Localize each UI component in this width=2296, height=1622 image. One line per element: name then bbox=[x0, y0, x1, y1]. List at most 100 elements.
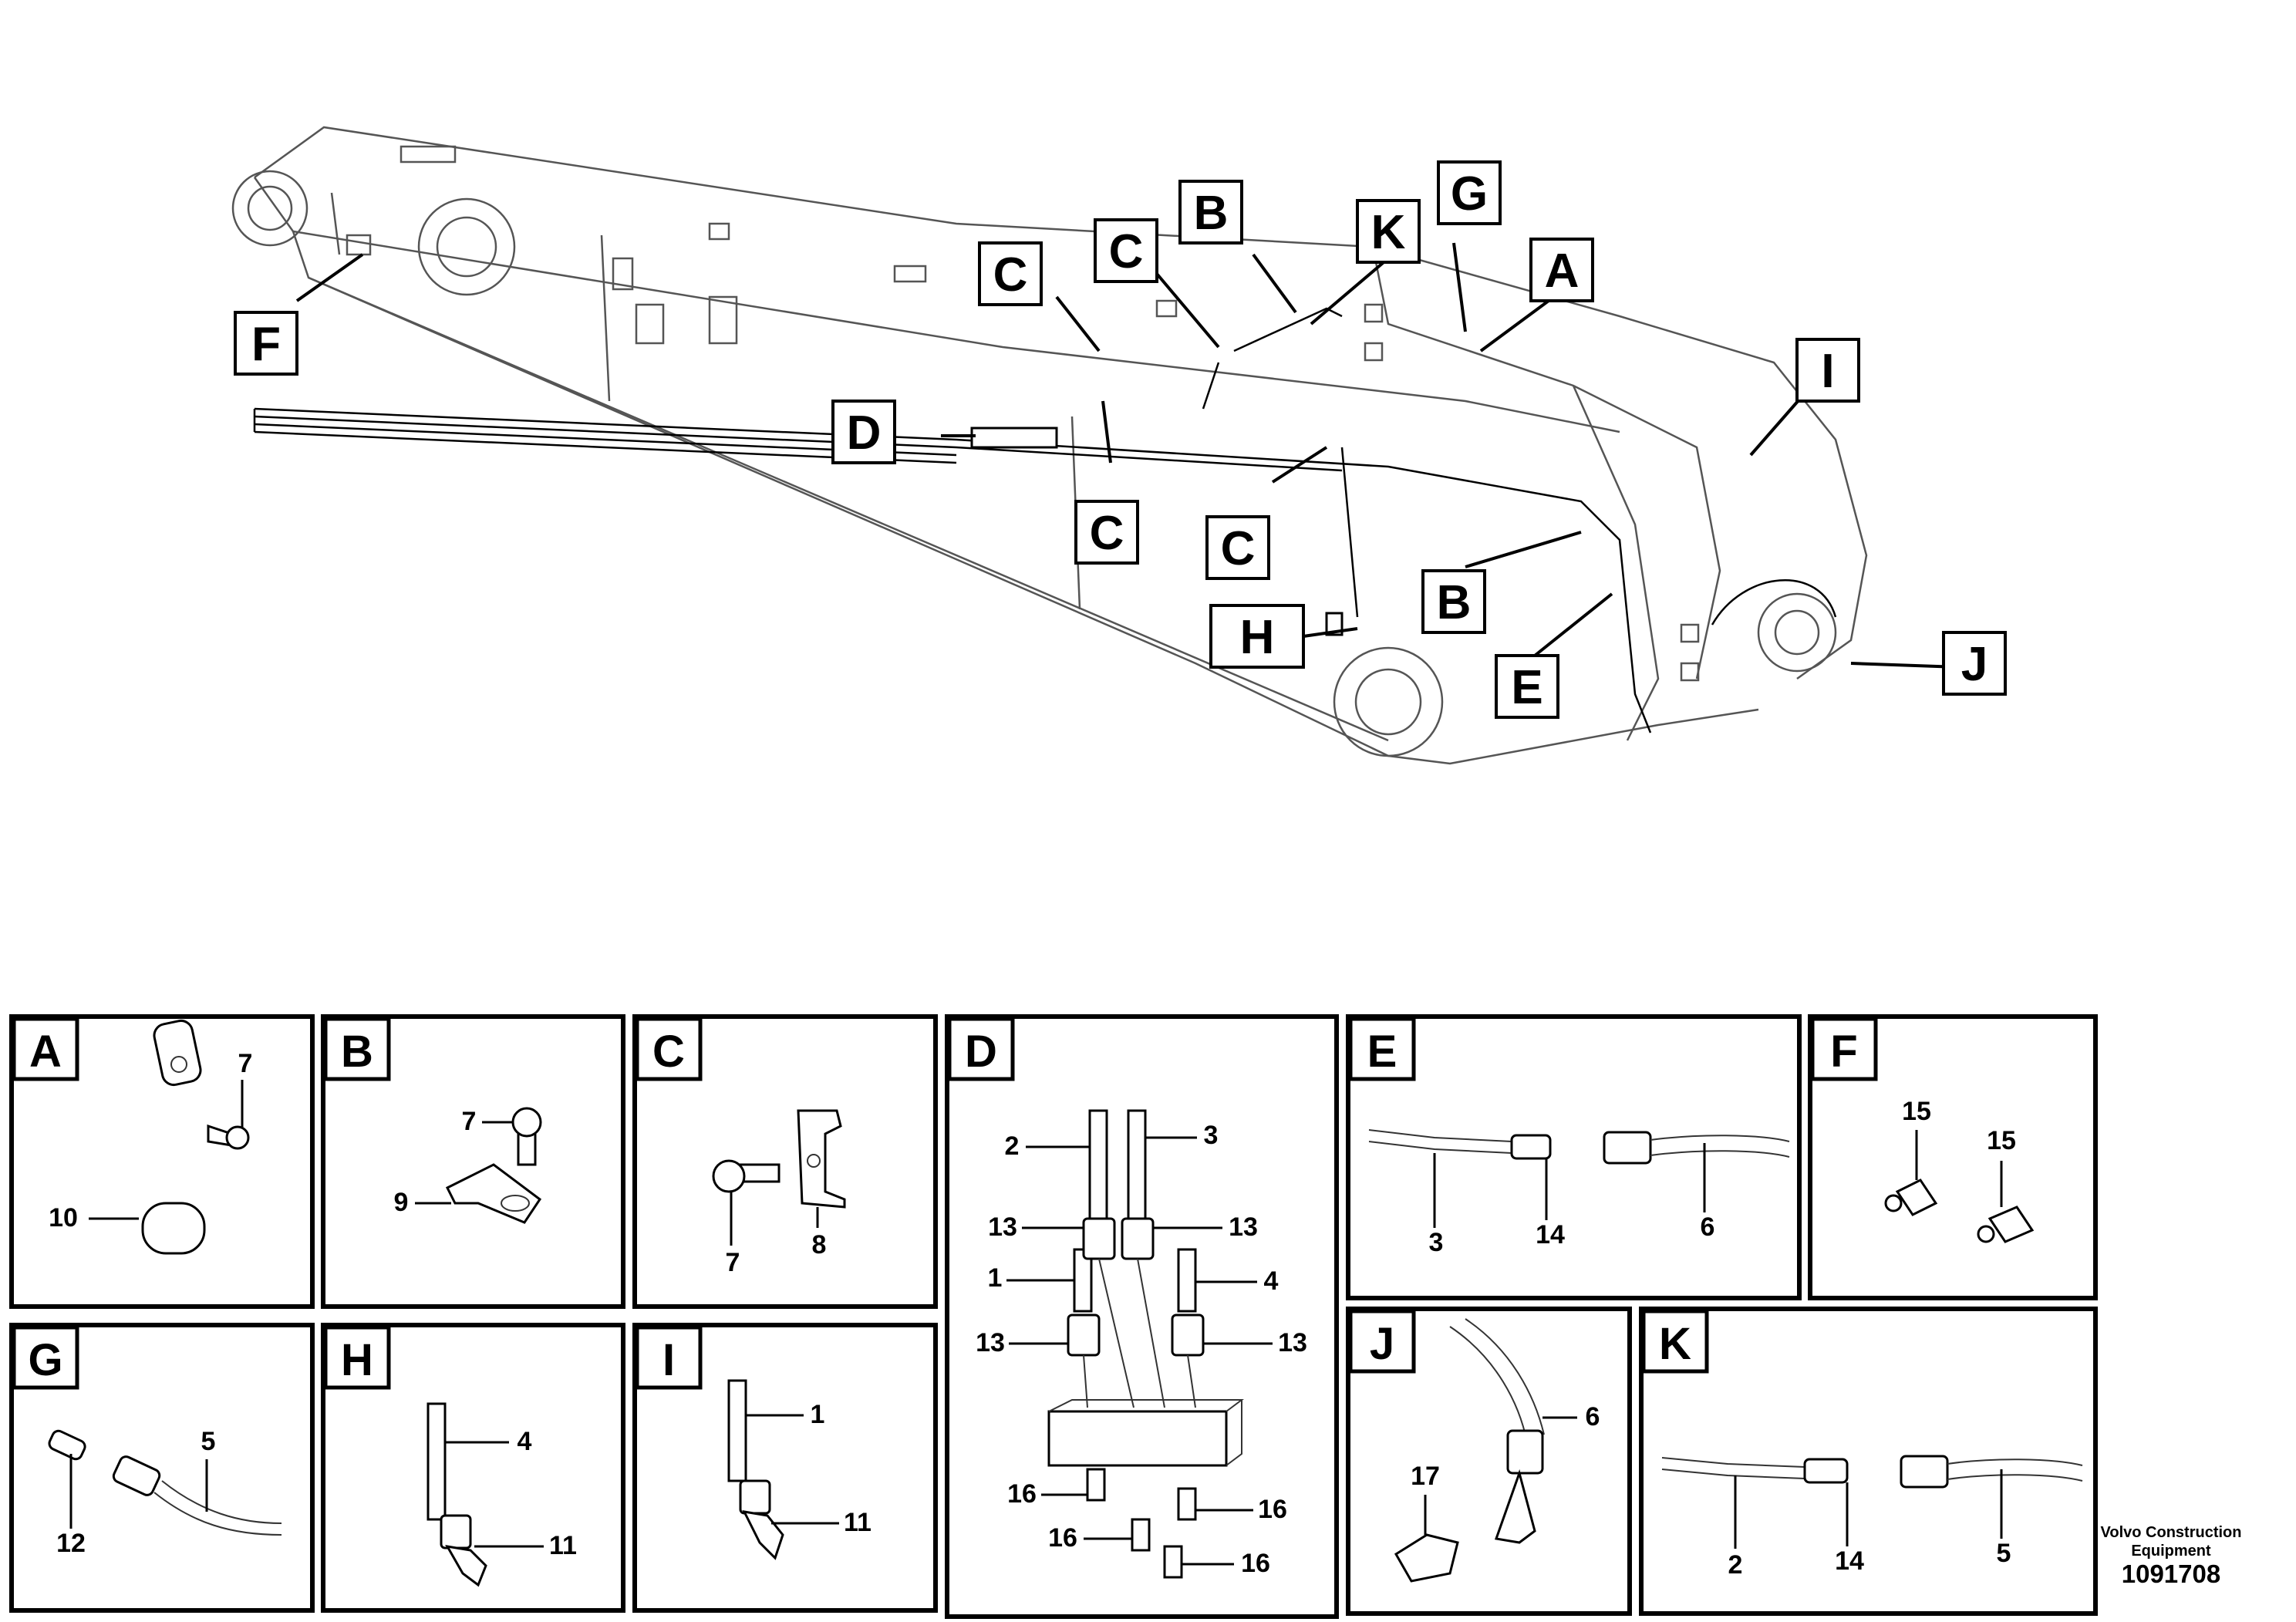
detail-panel-B: B 7 9 bbox=[321, 1014, 625, 1309]
detail-panel-E: E 3 14 6 bbox=[1346, 1014, 1802, 1300]
svg-text:17: 17 bbox=[1411, 1462, 1440, 1491]
detail-panel-D: D 2 3 13 13 bbox=[945, 1014, 1339, 1619]
manifold-block-part bbox=[1047, 1399, 1244, 1467]
svg-text:B: B bbox=[1437, 576, 1472, 629]
callout-C-4: C bbox=[1205, 515, 1270, 580]
svg-text:7: 7 bbox=[462, 1107, 477, 1136]
svg-text:F: F bbox=[1830, 1027, 1857, 1077]
svg-text:1: 1 bbox=[811, 1400, 825, 1429]
svg-text:13: 13 bbox=[976, 1328, 1005, 1357]
callout-A: A bbox=[1529, 238, 1594, 302]
svg-text:9: 9 bbox=[394, 1188, 409, 1217]
clip-part bbox=[712, 1109, 846, 1209]
clamp-plate-part bbox=[445, 1107, 542, 1224]
svg-text:15: 15 bbox=[1902, 1097, 1931, 1126]
svg-text:16: 16 bbox=[1258, 1495, 1287, 1524]
clamp-part bbox=[141, 1019, 250, 1255]
callout-leaders bbox=[295, 242, 1960, 669]
pipes bbox=[1067, 1109, 1205, 1579]
svg-text:13: 13 bbox=[1229, 1212, 1258, 1242]
svg-text:16: 16 bbox=[1007, 1479, 1037, 1509]
callout-E: E bbox=[1495, 654, 1559, 719]
svg-text:B: B bbox=[1194, 187, 1229, 240]
svg-text:10: 10 bbox=[49, 1203, 78, 1233]
hose-coupling-part bbox=[1368, 1129, 1790, 1165]
svg-text:B: B bbox=[341, 1027, 373, 1077]
svg-text:G: G bbox=[1451, 167, 1488, 221]
svg-text:5: 5 bbox=[201, 1427, 216, 1456]
grease-nipple-part bbox=[1884, 1179, 2035, 1243]
svg-text:6: 6 bbox=[1586, 1402, 1600, 1431]
svg-text:7: 7 bbox=[238, 1049, 253, 1078]
svg-text:4: 4 bbox=[518, 1427, 532, 1456]
detail-panel-C: C 7 8 bbox=[632, 1014, 938, 1309]
svg-text:1: 1 bbox=[988, 1263, 1003, 1293]
callout-B-1: B bbox=[1178, 180, 1243, 244]
svg-text:E: E bbox=[1511, 661, 1542, 714]
svg-text:G: G bbox=[28, 1335, 62, 1385]
svg-text:16: 16 bbox=[1241, 1549, 1270, 1578]
svg-text:12: 12 bbox=[56, 1529, 86, 1558]
svg-text:C: C bbox=[993, 248, 1028, 302]
boom-illustration bbox=[231, 126, 1868, 765]
svg-text:2: 2 bbox=[1728, 1550, 1743, 1580]
svg-text:7: 7 bbox=[726, 1248, 740, 1277]
callout-B-2: B bbox=[1421, 569, 1486, 634]
svg-text:11: 11 bbox=[549, 1531, 577, 1560]
svg-text:F: F bbox=[251, 318, 281, 371]
svg-text:J: J bbox=[1961, 638, 1988, 691]
svg-text:8: 8 bbox=[812, 1230, 827, 1259]
detail-panel-A: A 7 10 bbox=[9, 1014, 315, 1309]
elbow-fitting-part bbox=[426, 1402, 487, 1587]
callout-C-3: C bbox=[1074, 500, 1139, 565]
callout-F: F bbox=[234, 311, 298, 376]
hose-elbow-part bbox=[1394, 1318, 1545, 1583]
callout-H: H bbox=[1209, 604, 1305, 669]
callout-K: K bbox=[1356, 199, 1421, 264]
drawing-number: 1091708 bbox=[2121, 1560, 2221, 1588]
svg-text:3: 3 bbox=[1429, 1228, 1444, 1257]
svg-text:15: 15 bbox=[1987, 1126, 2016, 1155]
detail-panel-F: F 15 15 bbox=[1808, 1014, 2098, 1300]
svg-text:A: A bbox=[1545, 244, 1580, 298]
svg-text:C: C bbox=[652, 1027, 685, 1077]
svg-text:E: E bbox=[1367, 1027, 1397, 1077]
svg-text:D: D bbox=[847, 406, 882, 460]
svg-text:C: C bbox=[1109, 225, 1144, 278]
svg-text:11: 11 bbox=[844, 1508, 872, 1537]
svg-text:4: 4 bbox=[1264, 1266, 1279, 1296]
detail-panel-I: I 1 11 bbox=[632, 1323, 938, 1613]
svg-text:C: C bbox=[1090, 507, 1124, 560]
detail-panel-G: G 12 5 bbox=[9, 1323, 315, 1613]
company-name: Volvo Construction Equipment bbox=[2100, 1524, 2242, 1560]
svg-text:I: I bbox=[1821, 345, 1834, 398]
svg-text:13: 13 bbox=[988, 1212, 1017, 1242]
detail-panel-H: H 4 11 bbox=[321, 1323, 625, 1613]
detail-panel-K: K 2 14 5 bbox=[1639, 1307, 2098, 1616]
hose-coupling-part bbox=[1661, 1455, 2083, 1489]
svg-text:I: I bbox=[663, 1335, 675, 1385]
svg-text:D: D bbox=[965, 1027, 997, 1077]
svg-text:C: C bbox=[1221, 522, 1256, 575]
callout-J: J bbox=[1942, 631, 2007, 696]
callout-I: I bbox=[1795, 338, 1860, 403]
svg-text:14: 14 bbox=[1835, 1546, 1864, 1576]
callout-C-2: C bbox=[1094, 218, 1158, 283]
callout-D: D bbox=[831, 400, 896, 464]
callout-G: G bbox=[1437, 160, 1502, 225]
svg-text:K: K bbox=[1659, 1319, 1691, 1369]
detail-panel-J: J 6 17 bbox=[1346, 1307, 1632, 1616]
svg-text:J: J bbox=[1370, 1319, 1394, 1369]
svg-text:5: 5 bbox=[1997, 1539, 2011, 1568]
svg-text:14: 14 bbox=[1536, 1220, 1565, 1249]
svg-text:H: H bbox=[1240, 611, 1275, 664]
svg-text:K: K bbox=[1371, 206, 1406, 259]
svg-text:2: 2 bbox=[1005, 1131, 1020, 1161]
callout-C-1: C bbox=[978, 241, 1043, 306]
svg-text:16: 16 bbox=[1048, 1523, 1077, 1553]
svg-text:A: A bbox=[29, 1027, 62, 1077]
svg-text:6: 6 bbox=[1701, 1212, 1715, 1242]
svg-text:H: H bbox=[341, 1335, 373, 1385]
pipe-fitting-part bbox=[48, 1429, 282, 1536]
